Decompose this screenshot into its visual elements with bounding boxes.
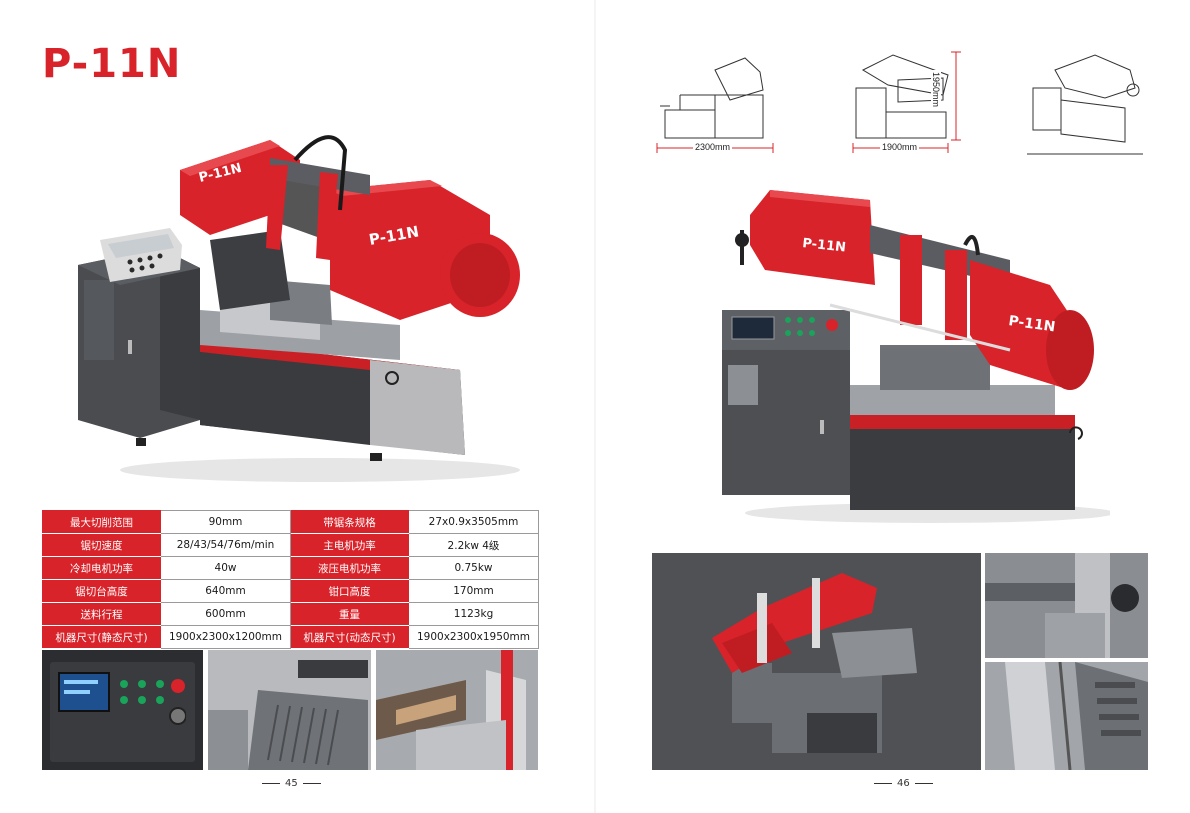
spec-value: 0.75kw xyxy=(408,556,539,580)
spec-label: 送料行程 xyxy=(42,602,161,626)
right-machine-label-a: P-11N xyxy=(802,236,847,255)
dim-width-label: 2300mm xyxy=(693,142,733,152)
spec-value: 27x0.9x3505mm xyxy=(408,510,539,534)
dimension-drawing-front: 2300mm xyxy=(655,50,775,160)
page-number-right-text: 46 xyxy=(897,778,910,789)
spec-label: 冷却电机功率 xyxy=(42,556,161,580)
photo-roller-table xyxy=(985,662,1148,770)
spec-label: 带锯条规格 xyxy=(290,510,409,534)
spec-value: 40w xyxy=(160,556,291,580)
spec-label: 主电机功率 xyxy=(290,533,409,557)
left-machine-image: P-11N P-11N xyxy=(70,120,530,490)
spec-label: 钳口高度 xyxy=(290,579,409,603)
spec-label: 重量 xyxy=(290,602,409,626)
spec-value: 170mm xyxy=(408,579,539,603)
spec-value: 1900x2300x1200mm xyxy=(160,625,291,649)
model-title: P-11N xyxy=(42,41,182,87)
spec-label: 锯切速度 xyxy=(42,533,161,557)
spec-value: 90mm xyxy=(160,510,291,534)
dimension-drawing-side: 1900mm 1950mm xyxy=(848,50,973,160)
spec-value: 1123kg xyxy=(408,602,539,626)
spec-label: 最大切削范围 xyxy=(42,510,161,534)
spec-label: 液压电机功率 xyxy=(290,556,409,580)
spec-value: 1900x2300x1950mm xyxy=(408,625,539,649)
photo-feed-table xyxy=(208,650,371,770)
spec-label: 机器尺寸(动态尺寸) xyxy=(290,625,409,649)
dim-depth-label: 1900mm xyxy=(880,142,920,152)
dim-height-label: 1950mm xyxy=(931,70,941,110)
photo-cutting-area xyxy=(376,650,538,770)
dimension-drawing-iso xyxy=(1025,50,1145,160)
page-number-right: 46 xyxy=(874,778,933,789)
photo-machine-side xyxy=(652,553,981,770)
page-spine xyxy=(594,0,596,813)
spec-value: 600mm xyxy=(160,602,291,626)
spec-value: 2.2kw 4级 xyxy=(408,533,539,557)
page-number-left-text: 45 xyxy=(285,778,298,789)
photo-control-panel xyxy=(42,650,203,770)
photo-hydraulic-detail xyxy=(985,553,1148,658)
spec-label: 锯切台高度 xyxy=(42,579,161,603)
page-number-left: 45 xyxy=(262,778,321,789)
spec-value: 640mm xyxy=(160,579,291,603)
right-machine-label-b: P-11N xyxy=(1007,313,1056,335)
spec-label: 机器尺寸(静态尺寸) xyxy=(42,625,161,649)
spec-value: 28/43/54/76m/min xyxy=(160,533,291,557)
right-machine-image: P-11N P-11N xyxy=(710,185,1110,525)
